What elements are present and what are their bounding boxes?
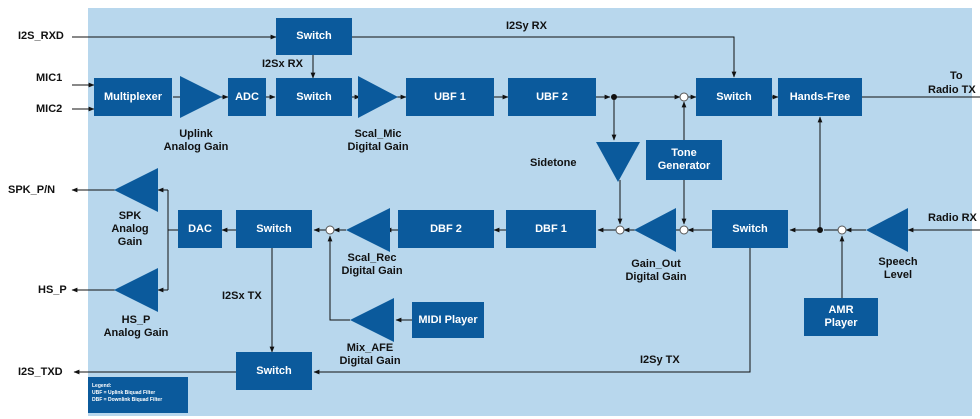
scal-mic-label-line1: Scal_Mic	[354, 128, 402, 140]
i2sx-rx-label: I2Sx RX	[262, 58, 303, 70]
scal-rec-label: Scal_Rec Digital Gain	[330, 252, 414, 278]
summing-node	[679, 225, 689, 235]
switch-radio-rx-block: Switch	[712, 210, 788, 248]
legend-dbf: DBF = Downlink Biquad Filter	[92, 397, 163, 403]
hs-gain-label: HS_P Analog Gain	[96, 314, 176, 340]
dac-block: DAC	[178, 210, 222, 248]
gain-out-label-line1: Gain_Out	[631, 258, 681, 270]
speech-level-label: Speech Level	[866, 256, 930, 282]
uplink-gain-label-line1: Uplink	[179, 128, 213, 140]
speech-level-label-line1: Speech	[878, 256, 918, 268]
tone-generator-label-line1: Tone	[671, 147, 697, 159]
signal-lines	[71, 34, 980, 375]
mic2-label: MIC2	[36, 103, 63, 115]
scal-rec-gain-triangle	[346, 208, 390, 252]
spk-analog-gain-triangle	[114, 168, 158, 212]
junction-dot	[611, 94, 617, 100]
junction-dot	[817, 227, 823, 233]
summing-node	[325, 225, 335, 235]
scal-rec-label-line2: Digital Gain	[341, 265, 403, 277]
spk-gain-label-line1: SPK	[118, 210, 142, 222]
tone-generator-label-line2: Generator	[657, 160, 711, 172]
speech-level-gain-triangle	[866, 208, 908, 252]
sidetone-label: Sidetone	[530, 157, 577, 169]
switch-top-block: Switch	[276, 18, 352, 55]
radio-tx-label-line1: To	[950, 70, 963, 82]
i2s-rxd-label: I2S_RXD	[18, 30, 64, 42]
gain-out-gain-triangle	[634, 208, 676, 252]
radio-rx-label: Radio RX	[928, 212, 977, 224]
multiplexer-block: Multiplexer	[94, 78, 172, 116]
scal-mic-label-line2: Digital Gain	[347, 141, 409, 153]
mix-afe-gain-triangle	[350, 298, 394, 342]
summing-node	[679, 92, 689, 102]
uplink-analog-gain-triangle	[180, 76, 222, 118]
i2sx-tx-label: I2Sx TX	[222, 290, 262, 302]
i2sy-tx-label: I2Sy TX	[640, 354, 680, 366]
switch-hands-free-block: Switch	[696, 78, 772, 116]
amr-player-block: AMR Player	[804, 298, 878, 336]
hs-gain-label-line1: HS_P	[121, 314, 151, 326]
switch-downlink-block: Switch	[236, 210, 312, 248]
dbf2-block: DBF 2	[398, 210, 494, 248]
hs-p-label: HS_P	[38, 284, 67, 296]
hands-free-block: Hands-Free	[778, 78, 862, 116]
summing-node	[837, 225, 847, 235]
midi-player-block: MIDI Player	[412, 302, 484, 338]
spk-pn-label: SPK_P/N	[8, 184, 56, 196]
amr-player-label-line2: Player	[824, 317, 858, 329]
spk-gain-label-line2: Analog	[111, 223, 149, 235]
ubf1-block: UBF 1	[406, 78, 494, 116]
speech-level-label-line2: Level	[883, 269, 913, 281]
i2s-txd-label: I2S_TXD	[18, 366, 63, 378]
gain-out-label-line2: Digital Gain	[625, 271, 687, 283]
spk-gain-label-line3: Gain	[117, 236, 143, 248]
hs-gain-label-line2: Analog Gain	[103, 327, 169, 339]
radio-tx-label-line2: Radio TX	[928, 84, 976, 96]
tone-generator-block: Tone Generator	[646, 140, 722, 180]
ubf2-block: UBF 2	[508, 78, 596, 116]
mix-afe-label: Mix_AFE Digital Gain	[328, 342, 412, 368]
uplink-gain-label-line2: Analog Gain	[163, 141, 229, 153]
mic1-label: MIC1	[36, 72, 63, 84]
scal-rec-label-line1: Scal_Rec	[347, 252, 397, 264]
dbf1-block: DBF 1	[506, 210, 596, 248]
i2sy-rx-label: I2Sy RX	[506, 20, 547, 32]
gain-out-label: Gain_Out Digital Gain	[614, 258, 698, 284]
switch-uplink-block: Switch	[276, 78, 352, 116]
legend-box: Legend: UBF = Uplink Biquad Filter DBF =…	[88, 377, 188, 413]
legend-title: Legend:	[92, 383, 112, 389]
summing-node	[615, 225, 625, 235]
hs-analog-gain-triangle	[114, 268, 158, 312]
legend-ubf: UBF = Uplink Biquad Filter	[92, 390, 156, 396]
sidetone-gain-triangle	[596, 142, 640, 182]
uplink-gain-label: Uplink Analog Gain	[156, 128, 236, 154]
scal-mic-label: Scal_Mic Digital Gain	[336, 128, 420, 154]
spk-gain-label: SPK Analog Gain	[106, 210, 154, 249]
mix-afe-label-line2: Digital Gain	[339, 355, 401, 367]
mix-afe-label-line1: Mix_AFE	[346, 342, 394, 354]
scal-mic-gain-triangle	[358, 76, 398, 118]
amr-player-label-line1: AMR	[828, 304, 854, 316]
adc-block: ADC	[228, 78, 266, 116]
switch-bottom-block: Switch	[236, 352, 312, 390]
